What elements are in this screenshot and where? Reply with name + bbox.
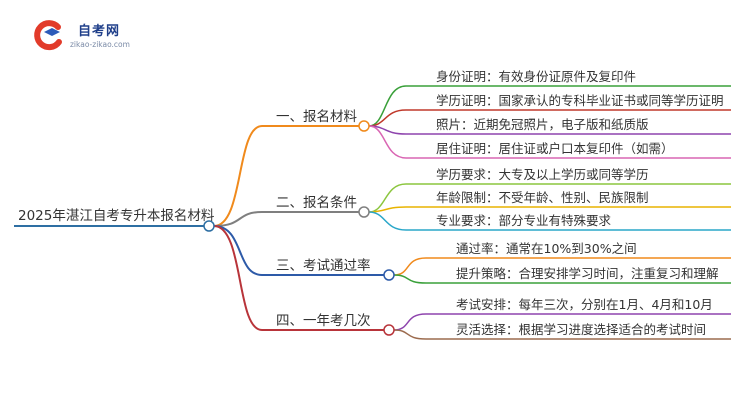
mind-map-links xyxy=(14,85,731,340)
leaf-text: 年龄限制：不受年龄、性别、民族限制 xyxy=(436,190,649,205)
branch-link xyxy=(213,125,263,227)
leaf-link xyxy=(368,125,407,159)
logo-c-icon xyxy=(34,20,62,51)
branch-label: 一、报名材料 xyxy=(276,109,357,125)
branch-label: 三、考试通过率 xyxy=(276,257,371,274)
leaf-text: 学历要求：大专及以上学历或同等学历 xyxy=(436,167,649,182)
branch-label: 四、一年考几次 xyxy=(276,313,371,329)
branch-collapse-toggle[interactable] xyxy=(358,206,370,218)
leaf-text: 灵活选择：根据学习进度选择适合的考试时间 xyxy=(456,322,706,337)
root-collapse-toggle[interactable] xyxy=(203,220,215,232)
leaf-link xyxy=(393,274,427,284)
branch-collapse-toggle[interactable] xyxy=(383,269,395,281)
leaf-link xyxy=(368,211,407,231)
leaf-link xyxy=(393,313,427,331)
leaf-text: 学历证明：国家承认的专科毕业证书或同等学历证明 xyxy=(436,93,724,108)
leaf-text: 专业要求：部分专业有特殊要求 xyxy=(436,213,612,228)
site-logo[interactable]: 自考网 zikao-zikao.com xyxy=(32,18,172,52)
leaf-link xyxy=(368,85,407,127)
leaf-text: 身份证明：有效身份证原件及复印件 xyxy=(436,69,636,84)
branch-link xyxy=(213,211,263,227)
root-topic: 2025年湛江自考专升本报名材料 xyxy=(18,208,215,224)
branch-label: 二、报名条件 xyxy=(276,194,357,211)
leaf-text: 居住证明：居住证或户口本复印件（如需） xyxy=(436,141,674,156)
logo-title: 自考网 xyxy=(78,24,121,39)
leaf-text: 考试安排：每年三次，分别在1月、4月和10月 xyxy=(456,297,713,312)
logo-url: zikao-zikao.com xyxy=(70,40,130,49)
leaf-text: 提升策略：合理安排学习时间，注重复习和理解 xyxy=(456,266,719,281)
mind-map-nodes: 2025年湛江自考专升本报名材料一、报名材料身份证明：有效身份证原件及复印件学历… xyxy=(18,69,724,337)
branch-collapse-toggle[interactable] xyxy=(358,120,370,132)
branch-link xyxy=(213,225,263,276)
leaf-link xyxy=(393,257,427,276)
leaf-link xyxy=(393,329,427,340)
branch-collapse-toggle[interactable] xyxy=(383,324,395,336)
branch-link xyxy=(213,225,263,331)
leaf-link xyxy=(368,206,407,213)
leaf-text: 照片：近期免冠照片，电子版和纸质版 xyxy=(436,117,649,132)
leaf-text: 通过率：通常在10%到30%之间 xyxy=(456,241,637,256)
